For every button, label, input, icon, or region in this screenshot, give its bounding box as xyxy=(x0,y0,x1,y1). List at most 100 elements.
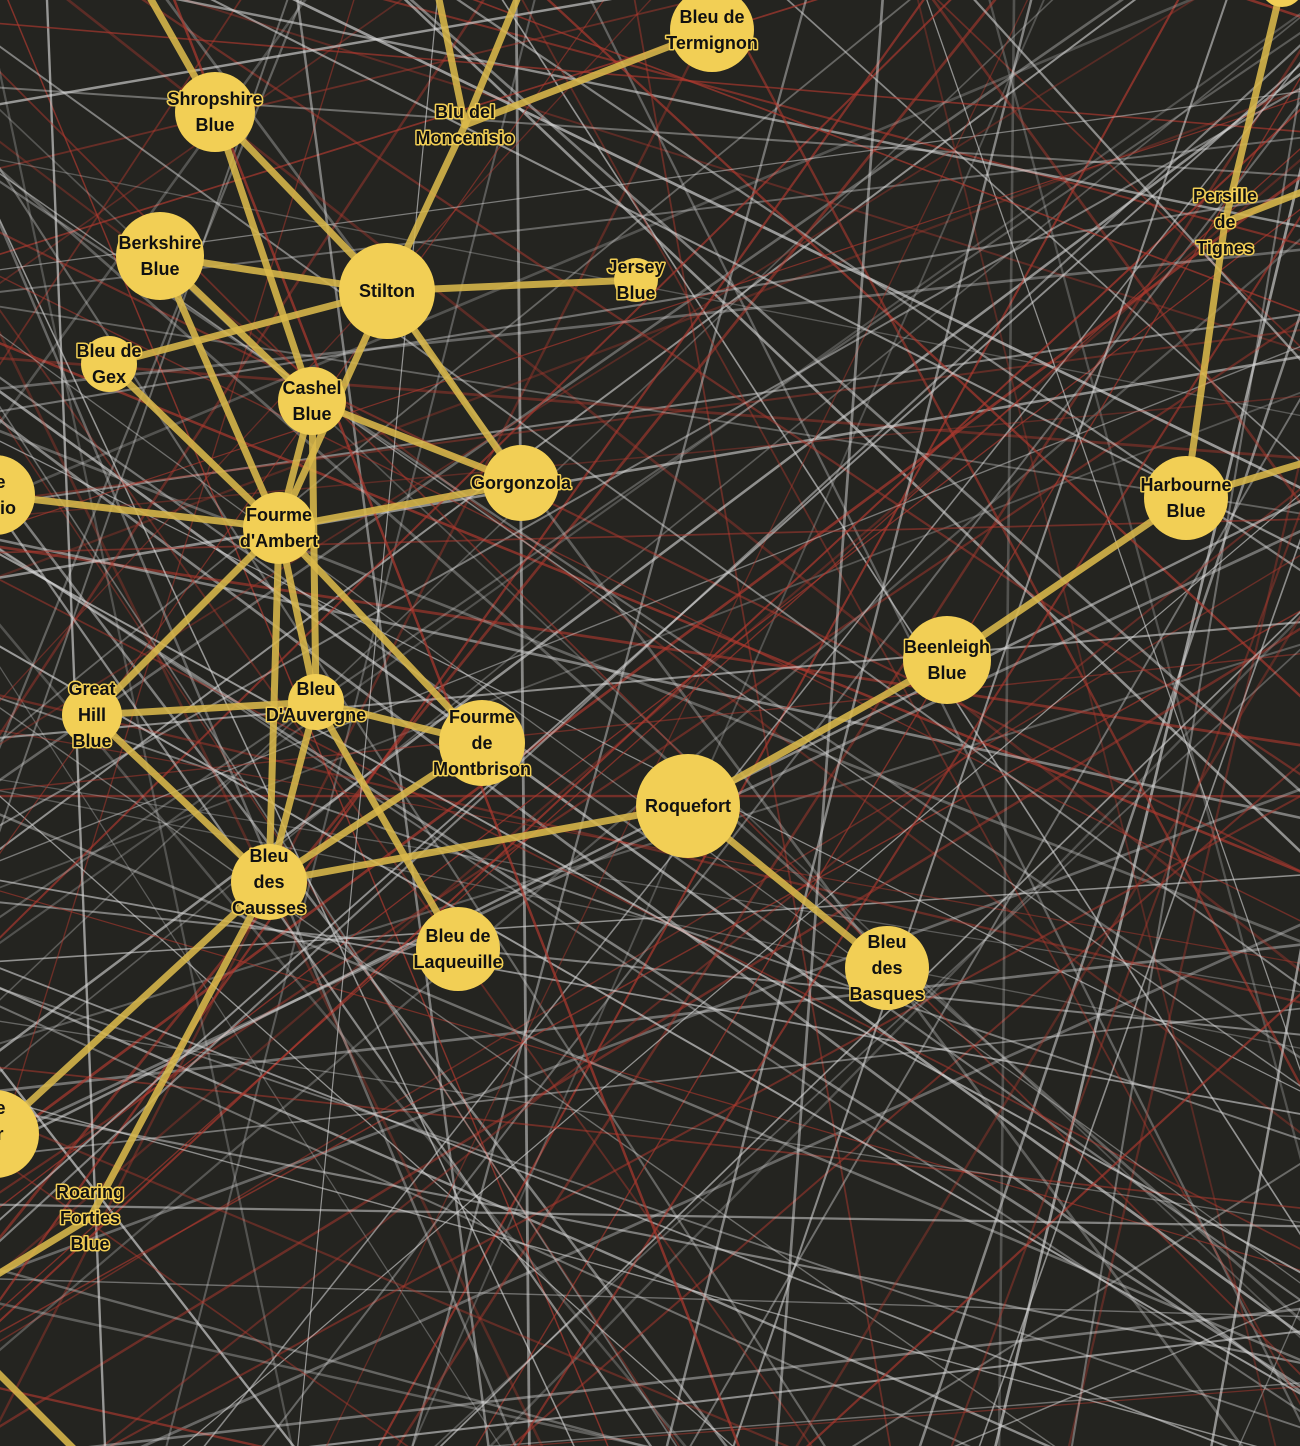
node-circle[interactable] xyxy=(903,616,991,704)
background-line-light xyxy=(0,63,1300,1221)
background-line-light xyxy=(732,0,1228,1446)
node-label-line: Gorgonzola xyxy=(471,473,572,493)
edge-gorgonzola-fourme-ambert xyxy=(275,479,525,532)
edge-bleu-causses-roquefort xyxy=(265,802,692,886)
node-circle[interactable] xyxy=(243,492,315,564)
edge-shropshire-cashel xyxy=(211,108,316,405)
edge-berkshire-fourme-ambert xyxy=(156,252,283,532)
background-line-red xyxy=(0,88,1300,578)
background-line-light xyxy=(0,1302,651,1446)
background-line-red xyxy=(0,554,1300,1342)
node-label-line: Bleu xyxy=(249,846,288,866)
node-label-line: Moncenisio xyxy=(415,128,514,148)
node-circle[interactable] xyxy=(845,926,929,1010)
node-stilton[interactable]: Stilton xyxy=(339,243,435,339)
background-line-light xyxy=(261,101,1300,1446)
node-circle[interactable] xyxy=(670,0,754,72)
background-line-light xyxy=(203,61,1300,1446)
background-line-light xyxy=(0,418,1300,1393)
background-line-red xyxy=(0,329,1300,502)
node-de-nisio-partial[interactable]: denisio xyxy=(0,455,35,535)
node-circle[interactable] xyxy=(614,258,658,302)
background-line-red xyxy=(0,208,1300,1208)
node-circle[interactable] xyxy=(81,336,137,392)
node-circle[interactable] xyxy=(288,674,344,730)
background-line-light xyxy=(439,611,1300,1446)
background-line-light xyxy=(665,0,1033,1446)
background-line-red xyxy=(0,890,1300,1271)
node-circle[interactable] xyxy=(0,455,35,535)
node-circle[interactable] xyxy=(339,243,435,339)
node-label-line: Laqueuille xyxy=(413,952,502,972)
node-circle[interactable] xyxy=(0,1090,39,1178)
background-line-light xyxy=(0,180,1300,1059)
background-line-light xyxy=(0,313,1300,505)
node-circle[interactable] xyxy=(1260,0,1300,7)
background-line-red xyxy=(0,395,1300,518)
background-line-light xyxy=(0,389,1300,1336)
background-line-red xyxy=(0,1066,1300,1209)
node-circle[interactable] xyxy=(636,754,740,858)
background-line-light xyxy=(0,391,1300,889)
node-gorgonzola[interactable]: Gorgonzola xyxy=(470,445,573,521)
edge-persille-tignes-off-right-b xyxy=(1221,189,1300,226)
node-circle[interactable] xyxy=(483,445,559,521)
background-line-light xyxy=(0,538,1300,820)
node-circle[interactable] xyxy=(175,72,255,152)
background-line-light xyxy=(0,1098,1258,1446)
background-line-light xyxy=(488,615,1300,1446)
node-label-line: Blue xyxy=(140,259,179,279)
background-line-light xyxy=(0,16,1300,1073)
background-line-red xyxy=(66,0,1300,972)
node-label-line: Shropshire xyxy=(167,89,262,109)
edge-persille-tignes-top-right-partial xyxy=(1221,0,1282,226)
background-line-red xyxy=(916,0,1277,1446)
node-label-line: Roquefort xyxy=(645,796,731,816)
background-line-light xyxy=(0,874,1300,963)
node-roquefort[interactable]: Roquefort xyxy=(636,754,740,858)
background-line-red xyxy=(0,518,1300,554)
edge-great-hill-bleu-causses xyxy=(88,711,273,886)
background-line-light xyxy=(0,1005,971,1446)
edge-bleu-causses-ue-er-e-partial xyxy=(0,878,273,1135)
edge-de-nisio-partial-fourme-ambert xyxy=(0,492,283,532)
node-circle[interactable] xyxy=(116,212,204,300)
node-top-right-partial[interactable] xyxy=(1260,0,1300,7)
node-label-line: Tignes xyxy=(1196,238,1254,258)
background-line-light xyxy=(0,666,501,1446)
node-label-line: Montbrison xyxy=(433,759,531,779)
node-circle[interactable] xyxy=(278,367,346,435)
node-label-line: Berkshire xyxy=(118,233,201,253)
background-line-light xyxy=(182,493,1300,1446)
node-circle[interactable] xyxy=(1144,456,1228,540)
background-line-light xyxy=(0,355,1300,579)
node-circle[interactable] xyxy=(231,844,307,920)
edge-roaring-forties-off-left-bottom xyxy=(0,1214,94,1277)
background-line-red xyxy=(546,0,1300,698)
node-ue-er-e-partial[interactable]: ueere xyxy=(0,1090,39,1178)
node-circle[interactable] xyxy=(439,700,525,786)
node-circle[interactable] xyxy=(416,907,500,991)
background-line-light xyxy=(409,0,1300,793)
node-circle[interactable] xyxy=(62,685,122,745)
